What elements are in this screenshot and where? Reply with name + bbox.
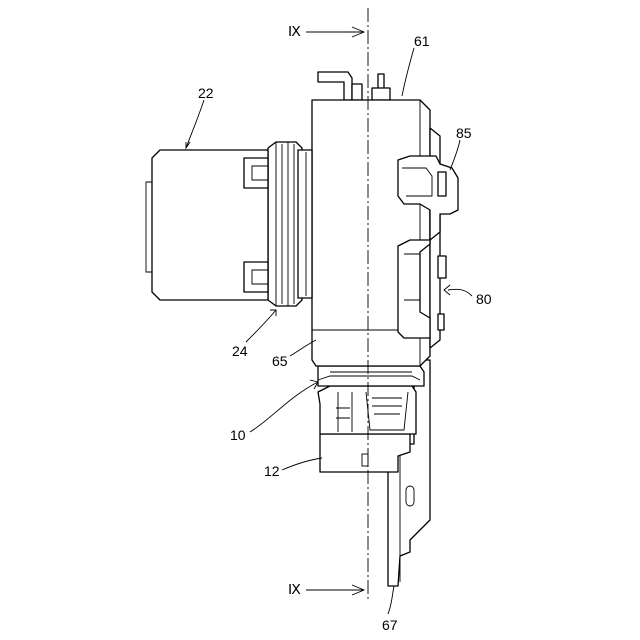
label-65: 65 (272, 353, 288, 369)
label-24: 24 (232, 343, 248, 359)
cap-clip-lower (244, 262, 268, 292)
label-67: 67 (382, 617, 398, 633)
latch-tab-upper (438, 256, 446, 278)
lower-housing-10 (318, 366, 424, 386)
label-61: 61 (414, 33, 430, 49)
section-marker-top-label: Ⅸ (288, 23, 301, 39)
leader-12 (282, 458, 322, 470)
leader-80 (448, 289, 472, 296)
cap-22 (146, 150, 268, 300)
leader-85 (450, 140, 460, 170)
seal-collar (298, 150, 312, 298)
label-80: 80 (476, 291, 492, 307)
leader-67 (388, 586, 394, 614)
leader-61 (402, 48, 414, 96)
section-marker-top: Ⅸ (288, 23, 364, 39)
label-85: 85 (456, 125, 472, 141)
section-marker-bottom: Ⅸ (288, 581, 364, 597)
label-10: 10 (230, 427, 246, 443)
label-12: 12 (264, 463, 280, 479)
leader-10 (250, 382, 318, 432)
latch-tab-lower (438, 314, 444, 330)
latch-tab-85 (438, 172, 446, 196)
leader-24 (246, 310, 276, 342)
leader-22 (186, 100, 204, 148)
section-marker-bottom-label: Ⅸ (288, 581, 301, 597)
label-22: 22 (198, 85, 214, 101)
seal-24 (268, 142, 312, 306)
cap-clip-upper (244, 158, 268, 188)
